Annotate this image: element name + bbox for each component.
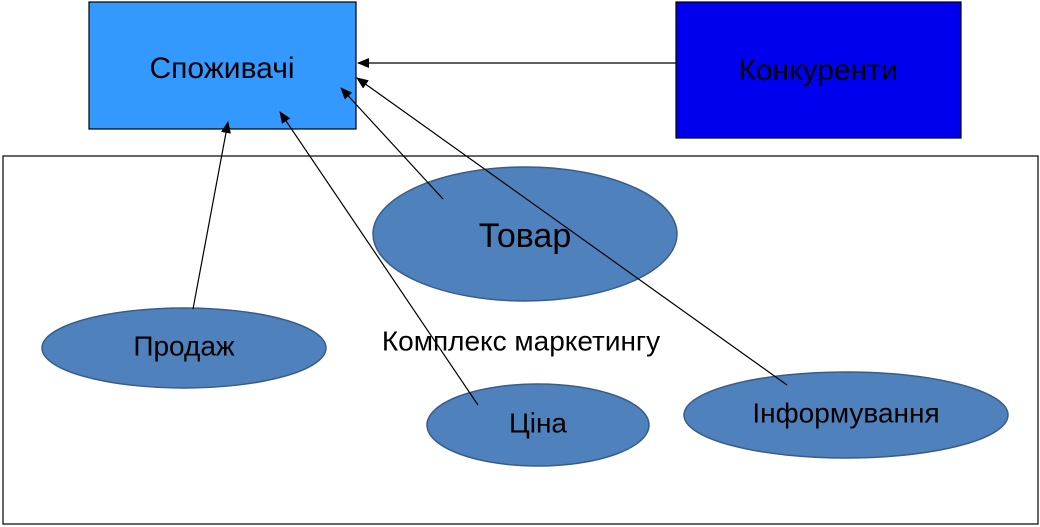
arrow-sales-to-consumers — [192, 121, 231, 310]
arrow-price-to-consumers — [279, 111, 479, 406]
competitors-label: Конкуренти — [738, 54, 897, 87]
product-ellipse — [372, 166, 678, 302]
sales-ellipse — [41, 307, 327, 389]
price-ellipse — [426, 383, 650, 467]
consumers-box — [88, 1, 357, 130]
information-ellipse — [683, 371, 1009, 459]
information-label: Інформування — [752, 397, 939, 428]
sales-label: Продаж — [133, 330, 235, 361]
arrows — [192, 58, 788, 406]
competitors-box — [675, 1, 962, 139]
consumers-label: Споживачі — [149, 52, 294, 85]
arrow-information-to-consumers — [356, 77, 788, 386]
marketing-mix-label: Комплекс маркетингу — [382, 325, 660, 356]
price-label: Ціна — [509, 407, 567, 438]
product-label: Товар — [479, 217, 572, 255]
arrow-product-to-consumers — [340, 87, 444, 200]
